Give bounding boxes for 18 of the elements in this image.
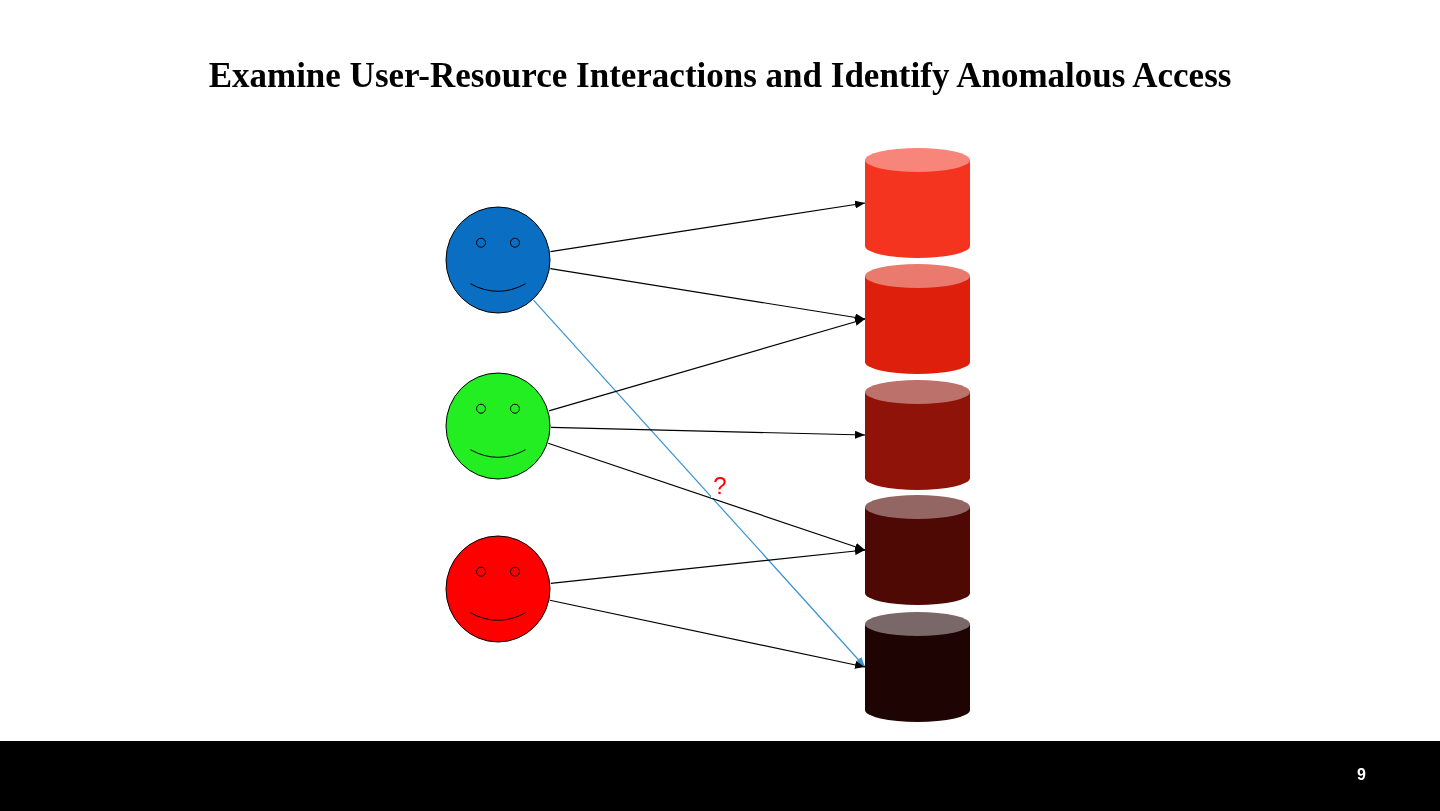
database-cylinder (865, 612, 970, 722)
database-cylinder (865, 148, 970, 258)
database-cylinder (865, 495, 970, 605)
arrow (550, 426, 866, 439)
smiley-face-icon (445, 535, 551, 643)
page-number: 9 (1357, 765, 1366, 785)
arrow (547, 442, 866, 551)
slide-title: Examine User-Resource Interactions and Identify Anomalous Access (207, 55, 1233, 97)
arrow (532, 299, 866, 668)
database-cylinder (865, 264, 970, 374)
arrow (549, 200, 866, 253)
arrow (549, 267, 866, 322)
arrow (548, 317, 866, 412)
smiley-face-icon (445, 372, 551, 480)
arrow (550, 547, 866, 584)
smiley-face-icon (445, 206, 551, 314)
arrow (549, 599, 866, 669)
database-cylinder (865, 380, 970, 490)
